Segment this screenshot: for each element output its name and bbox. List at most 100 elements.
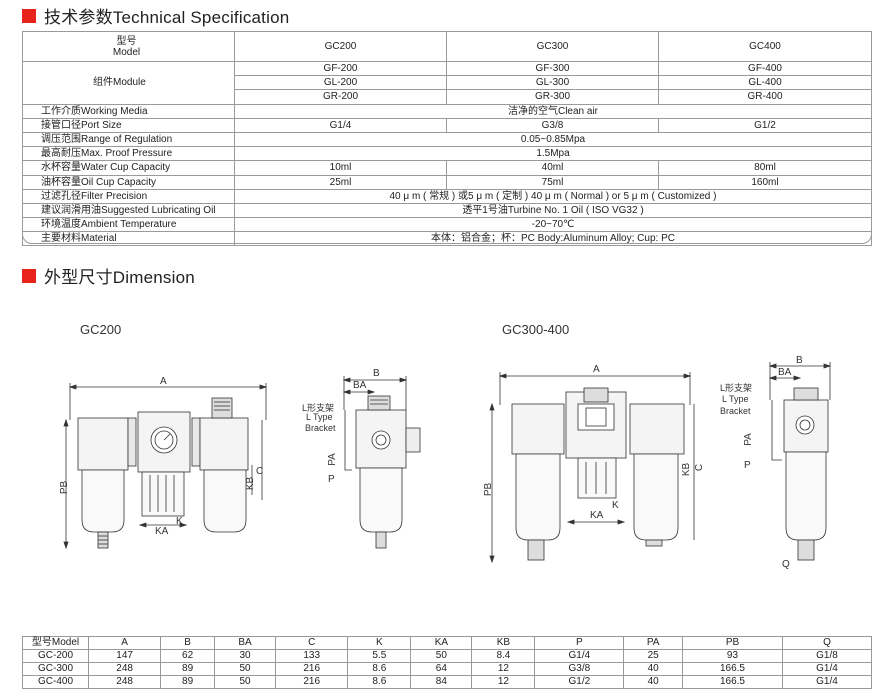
cell: 89 [160, 662, 215, 676]
cell: 30 [213, 649, 277, 663]
dim-label: A [160, 376, 167, 387]
cell: 216 [275, 662, 349, 676]
row-label: 调压范围Range of Regulation [22, 131, 235, 148]
cell: G1/4 [534, 649, 625, 663]
dim-label: A [593, 364, 600, 375]
dim-label: PA [742, 433, 754, 446]
cell: 8.4 [471, 649, 536, 663]
col-header: PA [623, 636, 683, 650]
drawing-title-gc200: GC200 [80, 322, 122, 337]
cell: G1/8 [782, 649, 872, 663]
cell: 216 [275, 675, 349, 689]
table-row: 型号Model A B BA C K KA KB P PA PB Q [22, 636, 872, 650]
col-header: A [87, 636, 162, 650]
gc300-side-drawing [768, 362, 832, 561]
cell: 50 [213, 675, 277, 689]
dim-label: P [328, 474, 335, 485]
col-header: P [534, 636, 625, 650]
col-header: C [275, 636, 349, 650]
cell: G1/4 [782, 662, 872, 676]
cell: 75ml [446, 174, 659, 190]
table-row: 调压范围Range of Regulation 0.05~0.85Mpa [22, 131, 872, 148]
cell: 本体：铝合金；杯：PC Body:Aluminum Alloy; Cup: PC [234, 231, 872, 247]
col-header: Q [782, 636, 872, 650]
table-row: 建议润滑用油Suggested Lubricating Oil 透平1号油Tur… [22, 202, 872, 219]
cell: GC-400 [22, 675, 89, 689]
cell: 89 [160, 675, 215, 689]
gc200-front-drawing [63, 383, 268, 550]
gc200-side-drawing [342, 376, 421, 549]
section-title: 外型尺寸Dimension [44, 268, 195, 287]
col-header: B [160, 636, 215, 650]
gc300-front-drawing [489, 372, 695, 564]
red-square-icon [22, 268, 36, 283]
dim-label: K [612, 500, 619, 511]
section-title: 技术参数Technical Specification [44, 8, 290, 27]
cell: G1/2 [658, 117, 872, 133]
table-row: 过滤孔径Filter Precision 40 μ m ( 常规 ) 或5 μ … [22, 188, 872, 204]
table-row: 接管口径Port Size G1/4 G3/8 G1/2 [22, 117, 872, 133]
cell: G1/4 [782, 675, 872, 689]
table-row: 环境温度Ambient Temperature -20~70℃ [22, 217, 872, 233]
row-label: 建议润滑用油Suggested Lubricating Oil [22, 202, 235, 219]
drawing-title-gc300: GC300-400 [502, 322, 570, 337]
dim-label: KB [245, 476, 257, 491]
cell: 0.05~0.85Mpa [234, 131, 872, 148]
dim-label: Q [782, 559, 790, 570]
red-square-icon [22, 8, 36, 23]
cell: 248 [87, 675, 162, 689]
cell: 248 [87, 662, 162, 676]
bracket-label-en: Bracket [720, 406, 751, 416]
cell: 84 [410, 675, 473, 689]
row-label: 接管口径Port Size [22, 117, 235, 133]
cell: GC-200 [22, 649, 89, 663]
cell: 8.6 [347, 675, 412, 689]
cell: 1.5Mpa [234, 146, 872, 162]
dim-label: C [694, 463, 706, 472]
dim-label: KA [155, 526, 169, 537]
dim-label: P [744, 460, 751, 471]
table-row: 组件Module GF-200 GF-300 GF-400 [22, 60, 872, 105]
bracket-label-cn: L形支架 [302, 403, 335, 413]
section-header-technical-spec: 技术参数Technical Specification [22, 3, 289, 28]
col-header: K [347, 636, 412, 650]
cell: 8.6 [347, 662, 412, 676]
cell: G3/8 [534, 662, 625, 676]
cell: -20~70℃ [234, 217, 872, 233]
dim-label: PA [326, 453, 338, 466]
section-header-dimension: 外型尺寸Dimension [22, 263, 195, 288]
cell: 80ml [658, 160, 872, 176]
cell: 147 [87, 649, 162, 663]
bracket-label-en: L Type [306, 412, 333, 422]
cell: 40 μ m ( 常规 ) 或5 μ m ( 定制 ) 40 μ m ( Nor… [234, 188, 872, 204]
cell: 40 [623, 662, 683, 676]
cell: 64 [410, 662, 473, 676]
dim-label: PB [59, 480, 71, 495]
table-row: 水杯容量Water Cup Capacity 10ml 40ml 80ml [22, 160, 872, 176]
cell: GC-300 [22, 662, 89, 676]
col-header: KB [471, 636, 536, 650]
col-header: BA [213, 636, 277, 650]
dim-label: B [373, 368, 380, 379]
dim-label: BA [778, 367, 792, 378]
row-label: 环境温度Ambient Temperature [22, 217, 235, 233]
cell: G1/2 [534, 675, 625, 689]
dimension-table: 型号Model A B BA C K KA KB P PA PB Q GC-20… [22, 636, 872, 689]
table-row: 最高耐压Max. Proof Pressure 1.5Mpa [22, 146, 872, 162]
cell: 5.5 [347, 649, 412, 663]
dim-label: C [256, 466, 264, 477]
dim-label: BA [353, 380, 367, 391]
cell: 25 [623, 649, 683, 663]
cell: 50 [410, 649, 473, 663]
row-label: 组件Module [22, 61, 235, 105]
cell: 50 [213, 662, 277, 676]
table-row: GL-200 GL-300 GL-400 [23, 75, 872, 91]
table-row: 主要材料Material 本体：铝合金；杯：PC Body:Aluminum A… [22, 231, 872, 247]
cell: 12 [471, 675, 536, 689]
dim-label: K [176, 516, 183, 527]
